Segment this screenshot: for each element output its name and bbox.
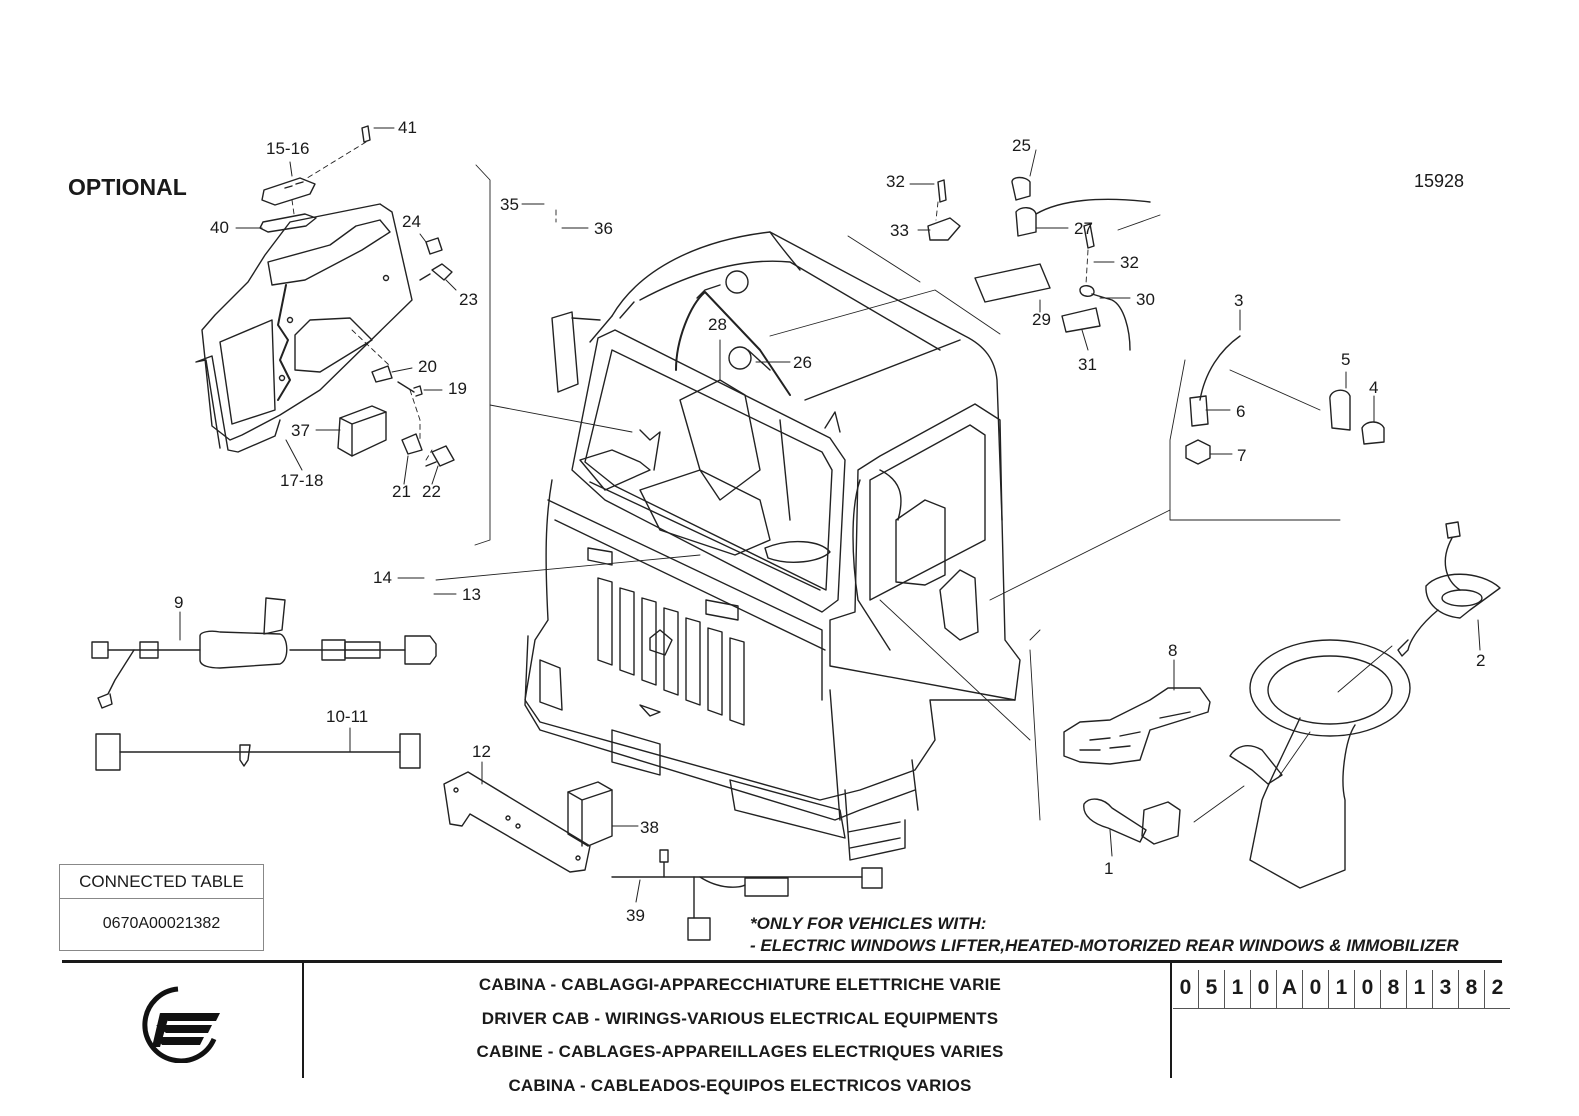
- callout-28: 28: [708, 315, 727, 334]
- callout-8: 8: [1168, 641, 1177, 660]
- callout-14: 14: [373, 568, 392, 587]
- code-char: 0: [1355, 970, 1381, 1008]
- code-char: 0: [1173, 970, 1199, 1008]
- callout-22: 22: [422, 482, 441, 501]
- callout-13: 13: [462, 585, 481, 604]
- drawing-number: 15928: [1414, 171, 1465, 191]
- title-block-top-rule: [62, 960, 1502, 963]
- title-english: DRIVER CAB - WIRINGS-VARIOUS ELECTRICAL …: [481, 1008, 999, 1028]
- roof-hardware: [927, 176, 1151, 351]
- optional-door-panel: [195, 125, 455, 467]
- callout-36: 36: [594, 219, 613, 238]
- callout-10-11: 10-11: [326, 707, 368, 726]
- callout-3: 3: [1234, 291, 1243, 310]
- connected-table: CONNECTED TABLE 0670A00021382: [59, 864, 264, 951]
- callout-17-18: 17-18: [280, 471, 323, 490]
- steering-wheel-assembly: [1063, 521, 1501, 889]
- callout-7: 7: [1237, 446, 1246, 465]
- connected-table-value: 0670A00021382: [102, 915, 221, 932]
- note-line-1: *ONLY FOR VEHICLES WITH:: [750, 914, 987, 933]
- antenna-cable-3: [1185, 335, 1385, 465]
- callout-23: 23: [459, 290, 478, 309]
- title-french: CABINE - CABLAGES-APPAREILLAGES ELECTRIQ…: [476, 1042, 1004, 1061]
- optional-label: OPTIONAL: [68, 174, 187, 200]
- wire-harness-39: [611, 849, 883, 941]
- callout-40: 40: [210, 218, 229, 237]
- callout-5: 5: [1341, 350, 1350, 369]
- callout-33: 33: [890, 221, 909, 240]
- callout-9: 9: [174, 593, 183, 612]
- callout-30: 30: [1136, 290, 1155, 309]
- callout-39: 39: [626, 906, 645, 925]
- code-char: 0: [1303, 970, 1329, 1008]
- part-code-boxes: 0 5 1 0 A 0 1 0 8 1 3 8 2: [1173, 970, 1510, 1009]
- code-char: 5: [1199, 970, 1225, 1008]
- code-char: 8: [1459, 970, 1485, 1008]
- code-char: 0: [1251, 970, 1277, 1008]
- callout-2: 2: [1476, 651, 1485, 670]
- bracket-plate-12: [443, 771, 591, 873]
- callout-25: 25: [1012, 136, 1031, 155]
- callout-41: 41: [398, 118, 417, 137]
- title-spanish: CABINA - CABLEADOS-EQUIPOS ELECTRICOS VA…: [508, 1075, 972, 1095]
- callout-38: 38: [640, 818, 659, 837]
- leader-lines: [435, 149, 1393, 823]
- callout-1: 1: [1104, 859, 1113, 878]
- callout-20: 20: [418, 357, 437, 376]
- callout-37: 37: [291, 421, 310, 440]
- callout-31: 31: [1078, 355, 1097, 374]
- code-char: 1: [1225, 970, 1251, 1008]
- brand-logo-icon: [142, 986, 220, 1063]
- callout-24: 24: [402, 212, 421, 231]
- code-char: 3: [1433, 970, 1459, 1008]
- title-block-divider-right: [1170, 962, 1172, 1078]
- code-char: A: [1277, 970, 1303, 1008]
- callout-29: 29: [1032, 310, 1051, 329]
- callout-15-16: 15-16: [266, 139, 309, 158]
- callout-21: 21: [392, 482, 411, 501]
- code-char: 8: [1381, 970, 1407, 1008]
- callout-32-top: 32: [886, 172, 905, 191]
- callout-labels: 41 15-16 40 24 23 20 19 37 17-18 21 22 3…: [174, 118, 1485, 925]
- callout-19: 19: [448, 379, 467, 398]
- driver-cab-drawing: [524, 231, 1021, 861]
- wire-harness-9: [91, 597, 437, 709]
- callout-27: 27: [1074, 219, 1093, 238]
- wire-harness-10-11: [95, 733, 421, 771]
- code-char: 1: [1407, 970, 1433, 1008]
- title-italian: CABINA - CABLAGGI-APPARECCHIATURE ELETTR…: [478, 975, 1002, 994]
- callout-6: 6: [1236, 402, 1245, 421]
- code-char: 2: [1491, 976, 1504, 999]
- control-module-38: [567, 781, 613, 847]
- title-block-divider-left: [302, 962, 304, 1078]
- callout-26: 26: [793, 353, 812, 372]
- note-line-2: - ELECTRIC WINDOWS LIFTER,HEATED-MOTORIZ…: [750, 936, 1459, 955]
- code-char: 1: [1329, 970, 1355, 1008]
- callout-32-mid: 32: [1120, 253, 1139, 272]
- roof-wiring-harness: [639, 270, 791, 471]
- callout-35: 35: [500, 195, 519, 214]
- connected-table-header: CONNECTED TABLE: [60, 865, 263, 899]
- dashed-leaders: [291, 141, 1089, 461]
- callout-4: 4: [1369, 378, 1378, 397]
- callout-12: 12: [472, 742, 491, 761]
- title-block-text: CABINA - CABLAGGI-APPARECCHIATURE ELETTR…: [330, 970, 1150, 1104]
- callout-ticks: [179, 127, 1481, 903]
